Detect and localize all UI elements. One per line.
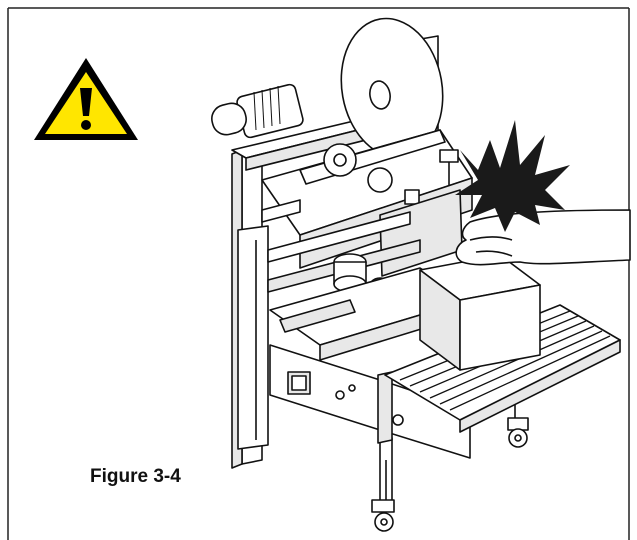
operator-hand	[455, 209, 631, 266]
warning-triangle-icon	[34, 58, 138, 140]
figure-caption: Figure 3-4	[90, 466, 181, 487]
pinch-point-burst-icon	[455, 120, 570, 232]
case-sealer-machine	[211, 17, 621, 532]
